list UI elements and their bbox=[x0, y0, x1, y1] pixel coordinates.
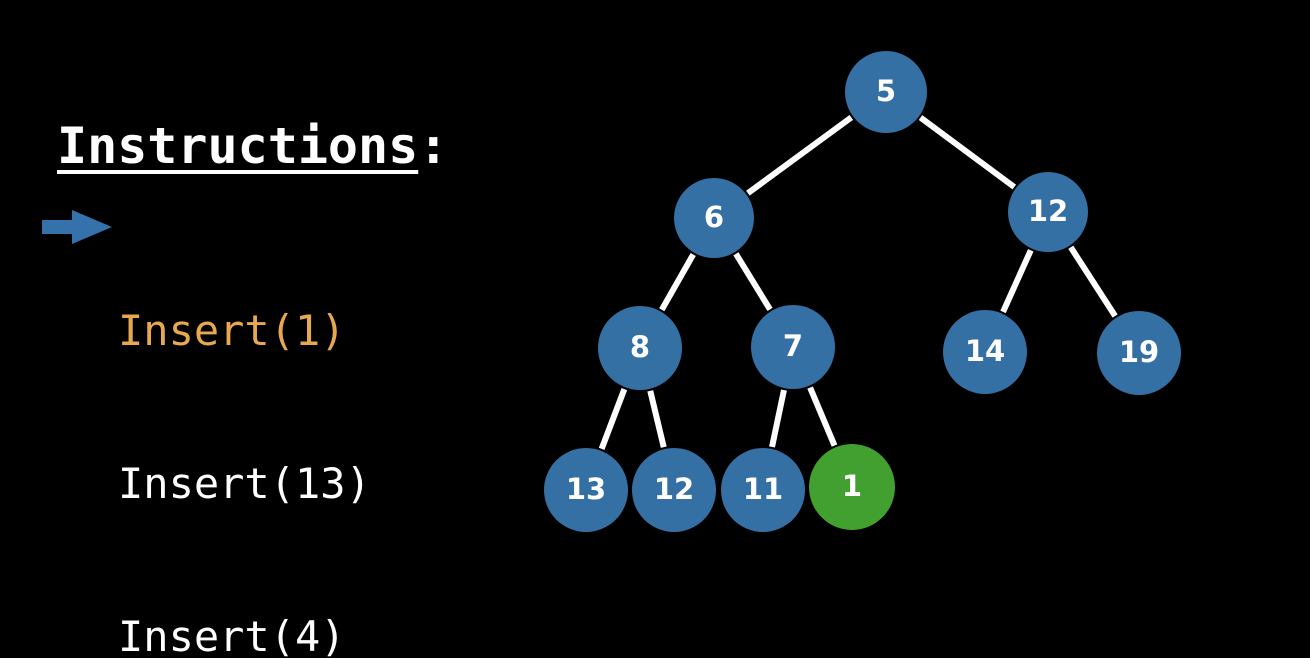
tree-edge bbox=[647, 390, 667, 448]
page-title: Instructions: bbox=[57, 118, 448, 174]
tree-edge bbox=[659, 253, 696, 312]
tree-node[interactable]: 5 bbox=[845, 51, 927, 133]
page-title-text: Instructions bbox=[57, 117, 419, 175]
tree-node[interactable]: 12 bbox=[1008, 172, 1088, 252]
list-item[interactable]: Insert(13) bbox=[118, 459, 371, 508]
tree-node-label: 5 bbox=[875, 73, 897, 108]
tree-node[interactable]: 12 bbox=[632, 448, 716, 532]
right-arrow-icon bbox=[42, 210, 112, 244]
page-title-colon: : bbox=[418, 117, 449, 175]
tree-node[interactable]: 11 bbox=[721, 448, 805, 532]
tree-node[interactable]: 7 bbox=[751, 305, 835, 389]
tree-node-label: 12 bbox=[1027, 193, 1069, 228]
tree-node-label: 11 bbox=[742, 471, 784, 506]
tree-node[interactable]: 14 bbox=[943, 310, 1027, 394]
tree-node-label: 19 bbox=[1118, 334, 1160, 369]
tree-node-label: 6 bbox=[703, 199, 725, 234]
tree-node-label: 1 bbox=[841, 468, 863, 503]
tree-edge bbox=[746, 114, 854, 196]
tree-node[interactable]: 8 bbox=[598, 306, 682, 390]
tree-node[interactable]: 19 bbox=[1097, 311, 1181, 395]
tree-node-highlighted[interactable]: 1 bbox=[809, 444, 895, 530]
tree-edge bbox=[1000, 249, 1034, 314]
tree-node-label: 8 bbox=[629, 329, 651, 364]
list-item[interactable]: Insert(1) bbox=[118, 306, 346, 355]
tree-edge bbox=[918, 115, 1017, 190]
tree-node[interactable]: 6 bbox=[674, 178, 754, 258]
tree-edge bbox=[598, 388, 628, 450]
list-item[interactable]: Insert(4) bbox=[118, 612, 346, 658]
tree-edge bbox=[733, 252, 773, 312]
instructions-panel: Instructions: Insert(1) Insert(13) Inser… bbox=[0, 0, 520, 658]
tree-edge bbox=[807, 386, 838, 447]
tree-edge bbox=[1068, 245, 1118, 318]
tree-node-label: 13 bbox=[565, 471, 607, 506]
tree-node-label: 12 bbox=[653, 471, 695, 506]
instruction-list: Insert(1) Insert(13) Insert(4) Insert(0)… bbox=[118, 203, 371, 658]
tree-node-label: 14 bbox=[964, 333, 1006, 368]
tree-node-label: 7 bbox=[782, 328, 804, 363]
tree-edge bbox=[769, 389, 787, 448]
tree-node[interactable]: 13 bbox=[544, 448, 628, 532]
